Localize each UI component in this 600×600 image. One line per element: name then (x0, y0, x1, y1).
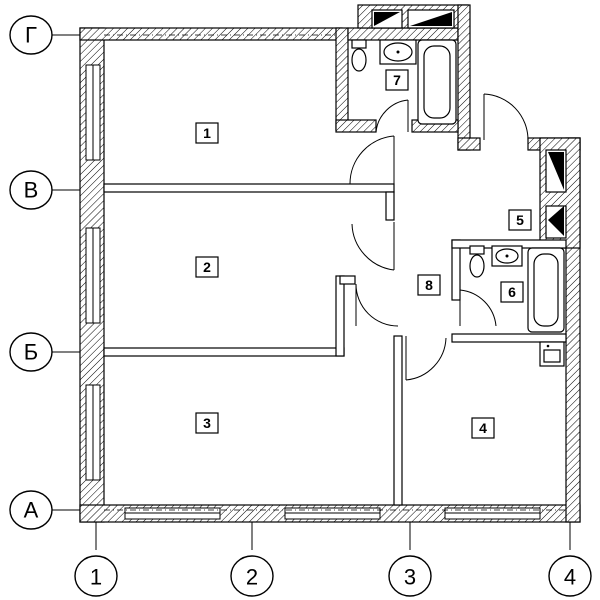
room-label-3: 3 (195, 412, 219, 434)
svg-text:Г: Г (25, 23, 37, 48)
svg-text:4: 4 (564, 565, 576, 590)
axis-bubbles-rows: Г В Б А (9, 15, 53, 530)
fixtures (351, 39, 565, 367)
toilet-tank-6 (469, 245, 485, 255)
svg-text:А: А (24, 498, 39, 523)
wall-top (79, 27, 343, 41)
svg-text:Б: Б (24, 340, 38, 365)
toilet-tank-7 (351, 39, 367, 49)
shafts (371, 9, 567, 239)
svg-text:5: 5 (516, 212, 524, 228)
windows (85, 64, 541, 520)
svg-text:8: 8 (425, 277, 433, 293)
room-label-2: 2 (195, 256, 219, 278)
partition-3-4 (393, 335, 403, 506)
room-label-7: 7 (385, 69, 409, 91)
svg-text:7: 7 (393, 72, 401, 88)
svg-text:2: 2 (203, 259, 211, 275)
axis-bubble-col-1: 1 (74, 555, 118, 597)
svg-text:4: 4 (479, 420, 487, 436)
axis-bubble-row-v: В (9, 170, 53, 210)
partition-2-3 (103, 347, 345, 357)
svg-text:3: 3 (203, 415, 211, 431)
partitions (103, 183, 567, 506)
axis-bubbles-cols: 1 2 3 4 (74, 555, 592, 597)
svg-text:В: В (24, 178, 39, 203)
svg-text:6: 6 (508, 284, 516, 300)
axis-bubble-row-g: Г (9, 15, 53, 55)
axis-bubble-col-2: 2 (230, 555, 274, 597)
room-label-4: 4 (471, 417, 495, 439)
axis-leaders (50, 34, 571, 550)
axis-bubble-col-3: 3 (388, 555, 432, 597)
partition-hall-stub (339, 275, 356, 285)
axis-bubble-row-a: А (9, 490, 53, 530)
wall-bath7-bottom-left (335, 119, 377, 133)
room-labels: 1 2 3 4 5 6 7 8 (195, 69, 532, 439)
svg-text:1: 1 (90, 565, 102, 590)
svg-text:1: 1 (203, 125, 211, 141)
svg-text:3: 3 (404, 565, 416, 590)
toilet-bowl-7 (351, 48, 367, 72)
doors (349, 93, 529, 381)
room-label-1: 1 (195, 122, 219, 144)
partition-1-2 (103, 183, 395, 193)
partition-2-right (335, 275, 345, 357)
wall-bath7-left (335, 27, 349, 131)
axis-bubble-col-4: 4 (548, 555, 592, 597)
room-label-6: 6 (500, 281, 524, 303)
room-label-8: 8 (417, 274, 441, 296)
partition-2-door-jamb (385, 191, 395, 221)
wall-corridor-top (457, 137, 481, 151)
partition-bath6-bottom (451, 333, 567, 343)
room-label-5: 5 (508, 209, 532, 231)
svg-text:2: 2 (246, 565, 258, 590)
toilet-bowl-6 (469, 254, 485, 278)
wall-bath7-right (457, 4, 471, 151)
wall-bath7-top (347, 27, 459, 41)
axis-bubble-row-b: Б (9, 332, 53, 372)
partition-bath6-left (451, 239, 461, 301)
axis-dash-lines (104, 34, 566, 511)
